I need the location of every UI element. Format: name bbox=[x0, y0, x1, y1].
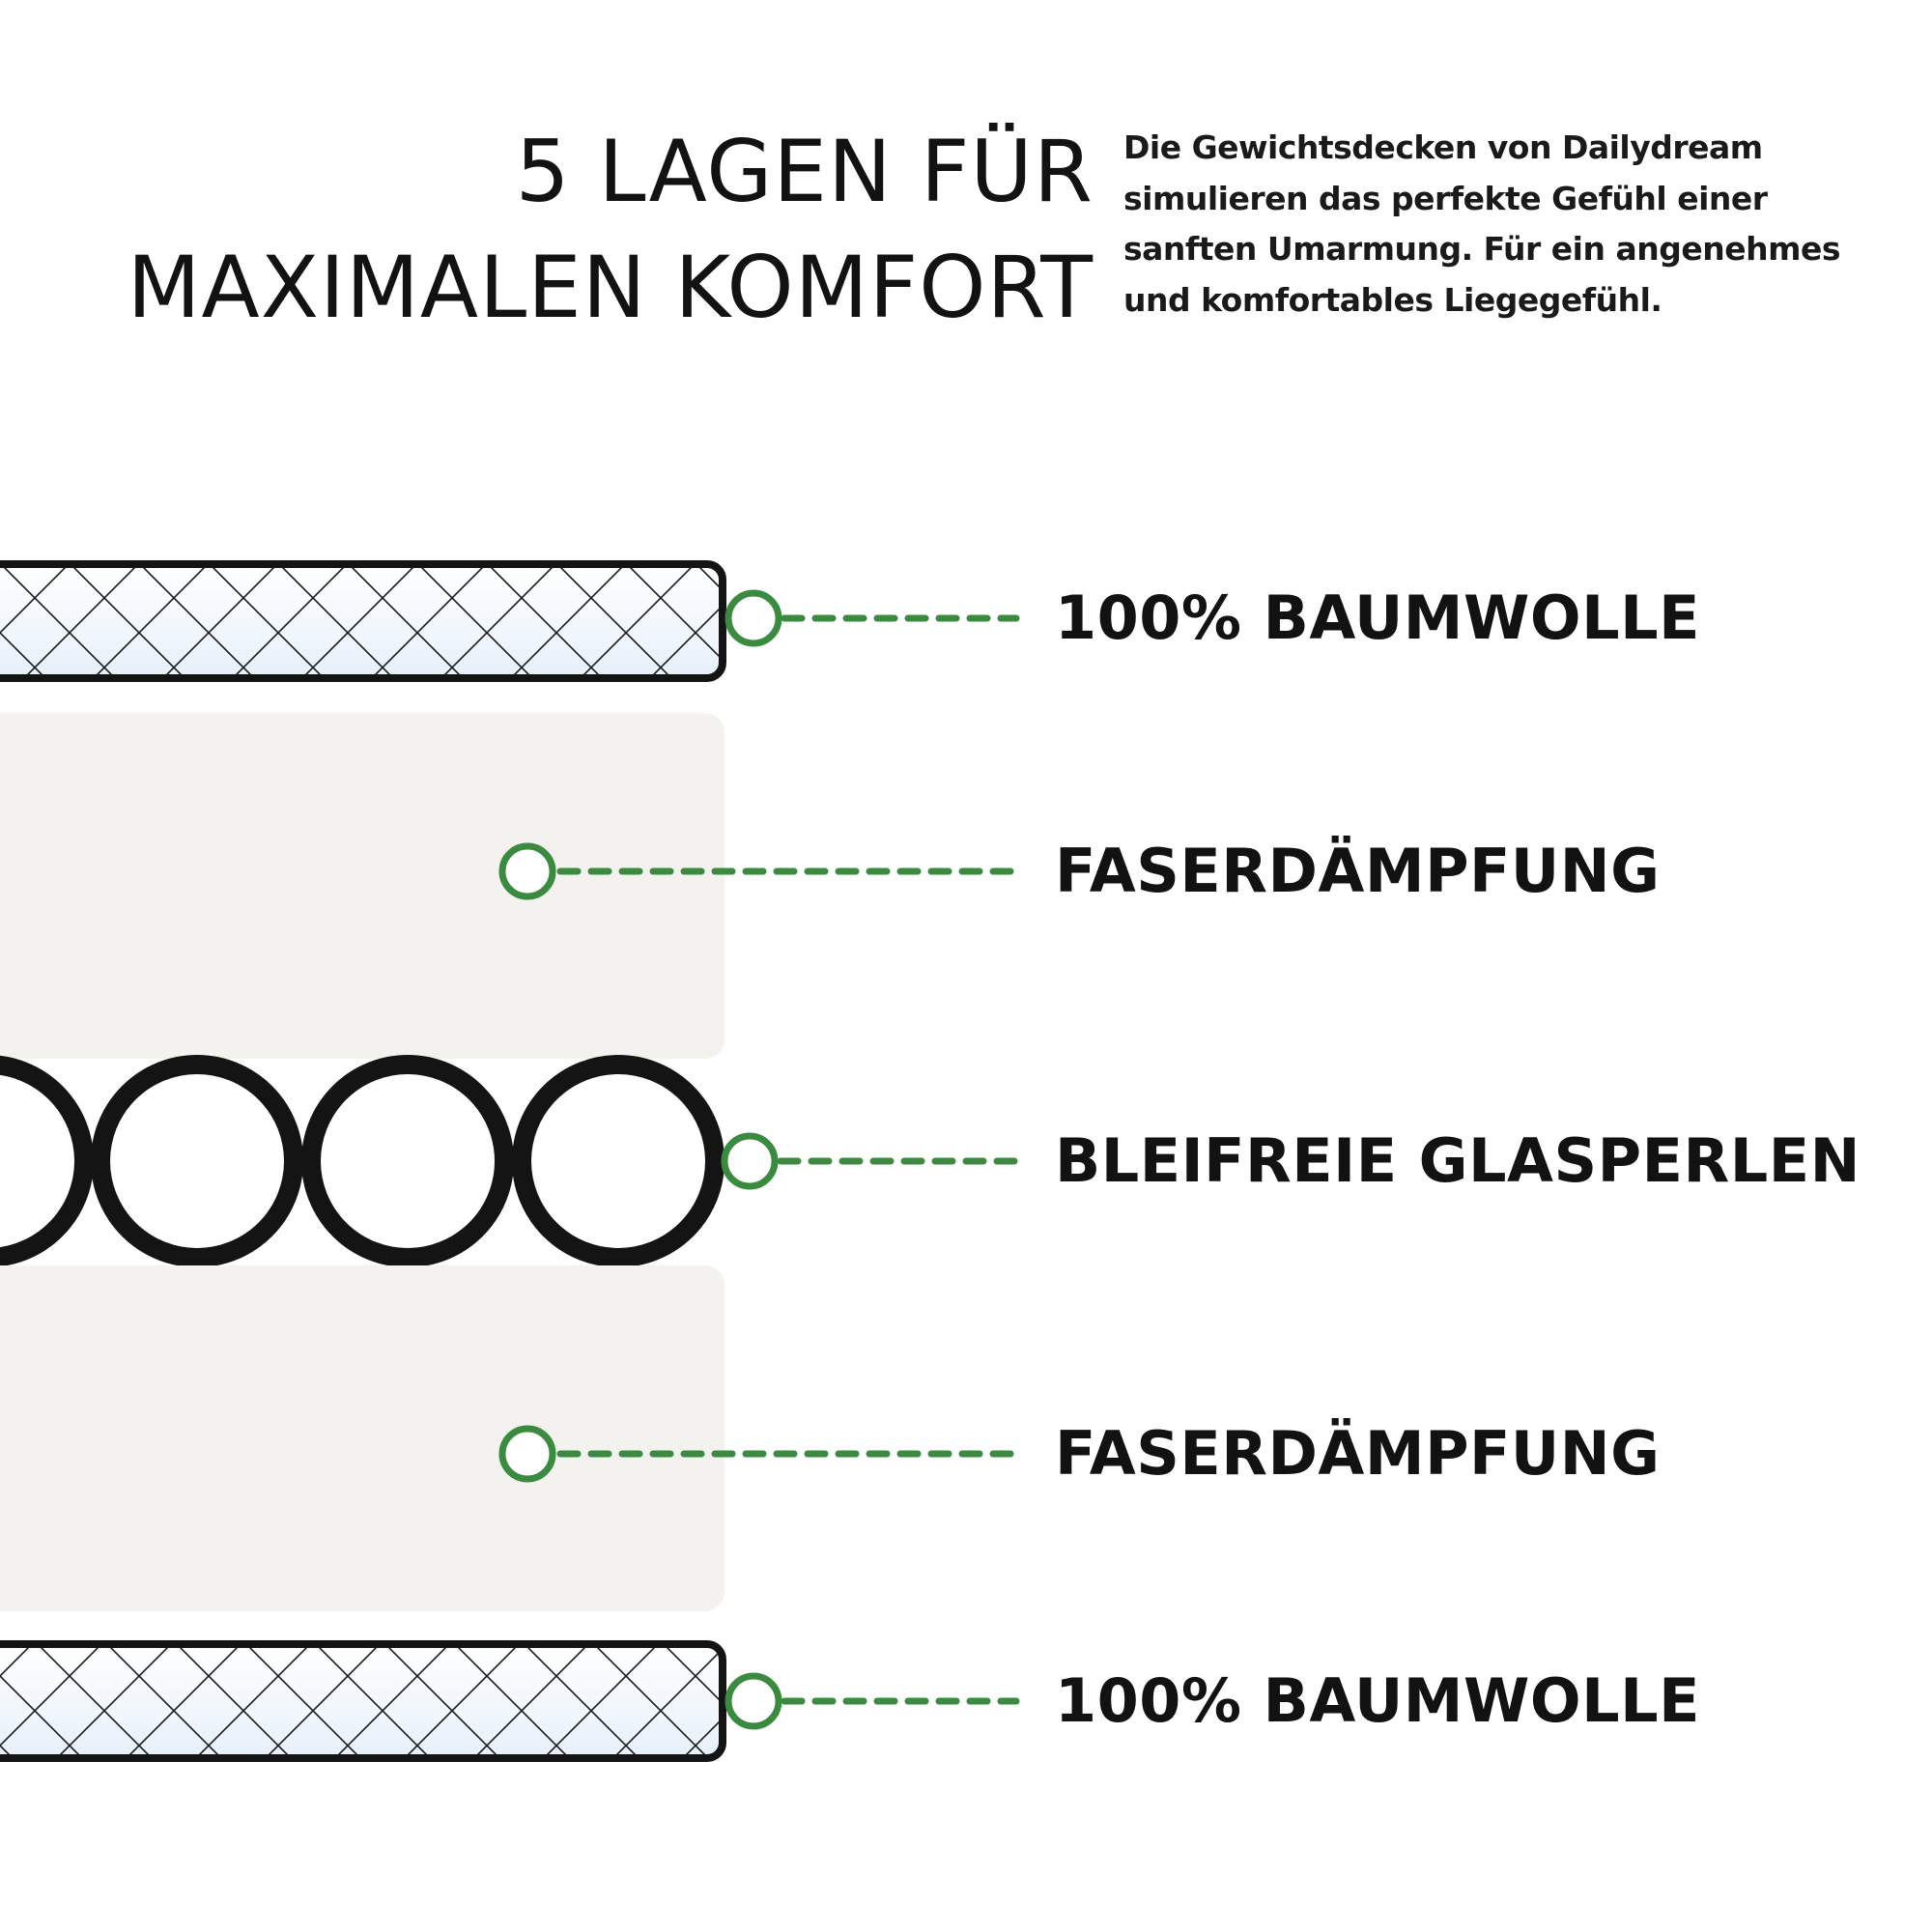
label-layer-5: 100% BAUMWOLLE bbox=[1055, 1665, 1700, 1736]
fiber-layer-bottom bbox=[0, 1265, 724, 1611]
connector-1 bbox=[724, 589, 1020, 647]
connector-2 bbox=[498, 842, 1020, 900]
connector-ring-icon bbox=[724, 589, 782, 647]
glass-bead-icon bbox=[301, 1055, 514, 1267]
connector-5 bbox=[724, 1672, 1020, 1730]
connector-4 bbox=[498, 1425, 1020, 1483]
connector-ring-icon bbox=[498, 842, 556, 900]
connector-ring-icon bbox=[498, 1425, 556, 1483]
glass-bead-icon bbox=[91, 1055, 303, 1267]
description-line-1: Die Gewichtsdecken von Dailydream bbox=[1123, 128, 1763, 166]
label-layer-2: FASERDÄMPFUNG bbox=[1055, 836, 1661, 906]
page-title: 5 LAGEN FÜR MAXIMALEN KOMFORT bbox=[58, 114, 1094, 346]
glass-bead-layer bbox=[0, 1055, 724, 1267]
fiber-layer-top bbox=[0, 713, 724, 1059]
title-line-2: MAXIMALEN KOMFORT bbox=[127, 238, 1094, 337]
label-layer-1: 100% BAUMWOLLE bbox=[1055, 582, 1700, 653]
connector-3 bbox=[721, 1132, 1020, 1190]
label-layer-4: FASERDÄMPFUNG bbox=[1055, 1418, 1661, 1489]
title-line-1: 5 LAGEN FÜR bbox=[515, 122, 1094, 221]
glass-bead-icon bbox=[0, 1055, 94, 1267]
cotton-layer-top bbox=[0, 560, 726, 682]
connector-ring-icon bbox=[721, 1132, 779, 1190]
cotton-layer-bottom bbox=[0, 1640, 726, 1762]
description-line-2: simulieren das perfekte Gefühl einer bbox=[1123, 179, 1768, 217]
description-line-3: sanften Umarmung. Für ein angenehmes bbox=[1123, 230, 1841, 268]
description-line-4: und komfortables Liegegefühl. bbox=[1123, 280, 1662, 319]
glass-bead-icon bbox=[512, 1055, 724, 1267]
connector-ring-icon bbox=[724, 1672, 782, 1730]
description: Die Gewichtsdecken von Dailydream simuli… bbox=[1123, 123, 1896, 326]
label-layer-3: BLEIFREIE GLASPERLEN bbox=[1055, 1125, 1861, 1196]
